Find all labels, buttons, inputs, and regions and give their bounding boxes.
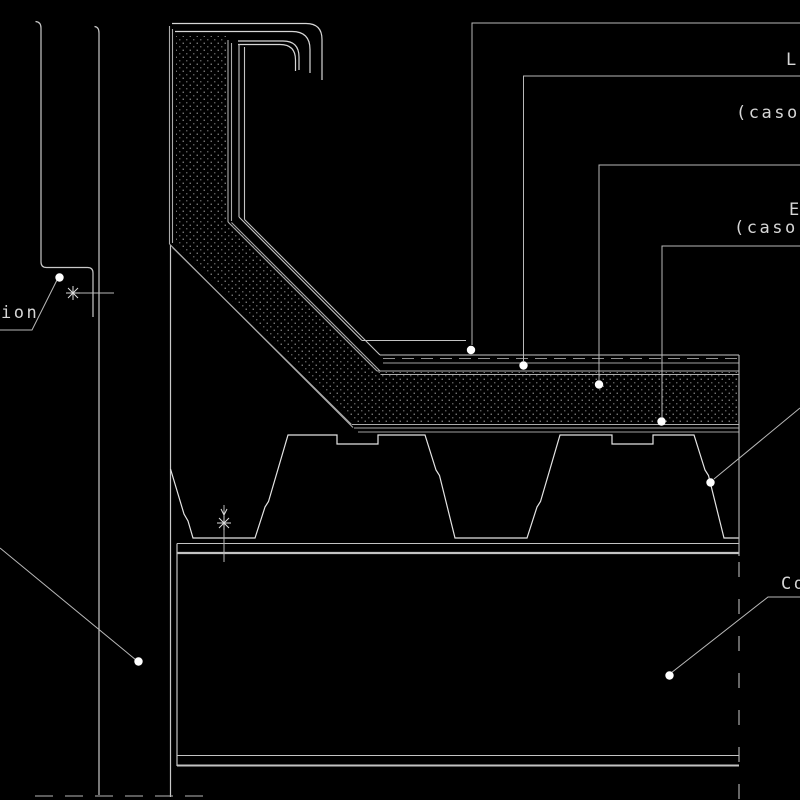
leader-top3-line xyxy=(598,164,800,380)
leader-dot-deck xyxy=(706,478,715,487)
leader-dot-panel-bottom xyxy=(657,417,666,426)
leader-dot-flashing xyxy=(55,273,64,282)
leader-dots xyxy=(55,273,715,680)
leader-left-bottom-line xyxy=(0,547,137,661)
label-top-right-line2: (caso xyxy=(736,103,800,123)
channel-top-line1 xyxy=(238,40,300,70)
leader-deck-line xyxy=(713,407,800,480)
leader-left-top-line xyxy=(0,279,58,331)
label-mid-right-line2: (caso xyxy=(734,218,798,238)
channel-top-line2 xyxy=(238,43,297,71)
edge-channel xyxy=(238,44,381,356)
wall-cladding xyxy=(35,20,172,797)
leader-dot-insulation xyxy=(594,380,604,389)
fastener-star-deck xyxy=(217,505,231,562)
leader-dot-beam xyxy=(665,671,674,680)
cut-lines xyxy=(35,355,740,800)
wall-inner-line xyxy=(94,25,100,795)
label-left-flashing: ion xyxy=(1,303,39,323)
roof-membrane-lines xyxy=(358,339,739,433)
panel-diagonal-outer-2 xyxy=(172,247,352,425)
label-top-right-line1: L xyxy=(786,50,799,70)
channel-diagonal-1 xyxy=(238,216,363,341)
leader-dot-membrane xyxy=(466,345,476,355)
fastener-star-wall xyxy=(66,286,114,300)
insulated-panel xyxy=(168,26,739,429)
label-mid-right-line1: E xyxy=(789,200,800,220)
wall-outer-flashing-line xyxy=(35,20,94,317)
coping-inner-skin xyxy=(175,30,311,73)
channel-diagonal-2 xyxy=(244,219,381,356)
leader-top4-line xyxy=(661,245,800,417)
leader-top2-line xyxy=(523,75,800,361)
insulation-hatch xyxy=(176,36,738,424)
leader-top1-line xyxy=(471,22,800,345)
leader-dot-wall xyxy=(134,657,143,666)
coping-outer-skin xyxy=(172,22,323,80)
coping-cap xyxy=(172,22,323,80)
deck-profile xyxy=(169,434,739,539)
panel-diagonal-inner-1 xyxy=(227,221,378,372)
fastener-symbols xyxy=(66,286,231,562)
steel-deck xyxy=(169,434,739,539)
panel-diagonal-inner-2 xyxy=(231,222,381,372)
leader-dot-panel-top xyxy=(519,361,528,370)
support-beam xyxy=(176,542,739,767)
leaders xyxy=(0,22,800,674)
leader-beam-line xyxy=(670,596,800,674)
label-texts: L (caso E (caso Co ion xyxy=(1,50,800,594)
label-beam: Co xyxy=(781,574,800,594)
